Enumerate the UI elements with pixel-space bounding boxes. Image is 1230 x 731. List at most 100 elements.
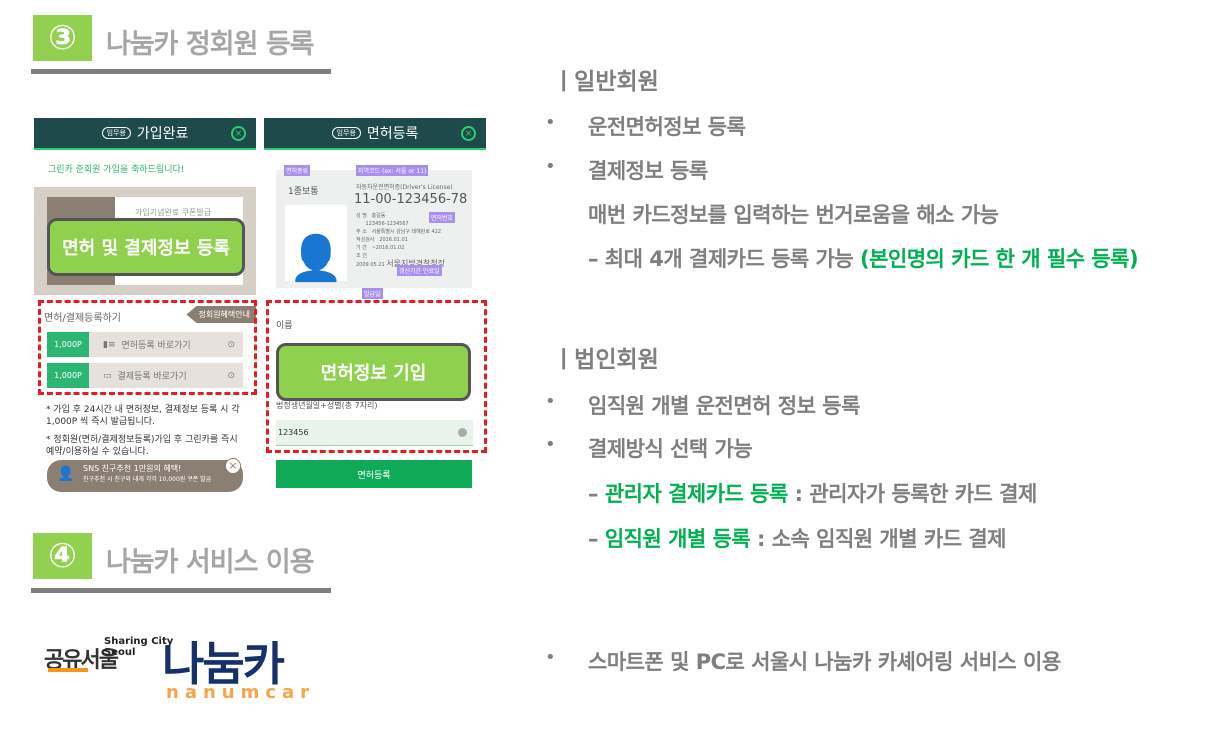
bullet: • [545,647,556,668]
banner-title: SNS 친구추천 1만원의 혜택! [83,464,182,473]
field-label: 주 소 [356,229,367,235]
benefit-tab[interactable]: 정회원혜택안내 [186,306,256,323]
bullet: • [545,391,556,412]
chevron-right-icon: ⊙ [227,339,235,350]
header-title: 면허등록 [366,126,419,142]
field-value: 홍길동 [371,213,386,219]
notes: * 가입 후 24시간 내 면허정보, 결제정보 등록 시 각 1,000P 씩… [34,390,256,458]
subtext-highlight: 관리자 결제카드 등록 [604,482,789,506]
sns-banner[interactable]: 👤 SNS 친구추천 1만원의 혜택! 친구추천 시 친구와 내게 각각 10,… [47,460,243,492]
list-item: 결제정보 등록 [588,159,708,183]
section-divider [31,588,331,593]
note: * 정회원(면허/결제정보등록)가입 후 그린카를 즉시 예약/이용하실 수 있… [46,435,238,457]
id-card-icon: ▮≡ [103,339,116,350]
phone-header: 임무용 가입완료 × [34,118,256,150]
list-item: 운전면허정보 등록 [588,115,746,139]
note: * 가입 후 24시간 내 면허정보, 결제정보 등록 시 각 1,000P 씩… [46,405,240,427]
phone-screen-signup-complete: 임무용 가입완료 × 그린카 준회원 가입을 축하드립니다! 가입기념완료 쿠폰… [34,118,256,492]
register-heading-text: 면허/결제등록하기 [44,313,121,324]
logo-accent [48,668,88,672]
license-card: 1종보통 👤 자동차운전면허증(Driver's License) 11-00-… [276,170,472,288]
row-label: 면허등록 바로가기 [121,341,191,351]
annotation-label: 갱신기간 만료일 [397,265,442,276]
license-details: 성 명 홍길동 123456-1234567 주 소 서울특별시 강남구 테헤란… [356,212,445,269]
chevron-right-icon: ⊙ [227,370,235,381]
phone-header: 임무용 면허등록 × [264,118,486,150]
field-value: ~2016.01.02 [371,245,405,251]
logo-line: Seoul [104,647,136,658]
list-item: 스마트폰 및 PC로 서울시 나눔카 카셰어링 서비스 이용 [588,650,1061,674]
register-rows: 1,000P ▮≡ 면허등록 바로가기 ⊙ 1,000P ▭ 결제등록 바로가기… [34,330,256,390]
section-number-badge: ④ [33,533,92,579]
field-value: 서울특별시 강남구 테헤란로 422 [371,229,442,235]
subtext-plain: : 소속 임직원 개별 카드 결제 [750,527,1006,551]
highlight-box [38,300,257,395]
congrats-text: 그린카 준회원 가입을 축하드립니다! [48,165,185,175]
logo-line: Sharing City [104,636,174,647]
section-title: 나눔카 서비스 이용 [106,547,315,578]
points-badge: 1,000P [47,363,89,388]
list-subtext: – 관리자 결제카드 등록 : 관리자가 등록한 카드 결제 [588,478,1037,508]
general-member-heading: ㅣ일반회원 [553,69,659,95]
header-title: 가입완료 [136,126,189,142]
subtext-highlight: (본인명의 카드 한 개 필수 등록) [860,247,1139,271]
section-number-badge: ③ [33,15,92,61]
field-label: 조 건 [356,253,367,259]
points-badge: 1,000P [47,332,89,357]
bullet: • [545,156,556,177]
section-title: 나눔카 정회원 등록 [106,29,315,60]
license-header: 자동차운전면허증(Driver's License) [356,184,453,191]
annotation-label: 지역코드 (ex: 서울 or 11) [356,165,429,176]
user-icon: 👤 [57,466,75,482]
payment-register-button[interactable]: 1,000P ▭ 결제등록 바로가기 ⊙ [47,363,243,388]
field-value: 123456-1234567 [365,221,409,227]
brand-korean: 나눔카 [162,637,285,691]
header-tag: 임무용 [101,127,131,139]
clear-icon[interactable] [458,428,467,437]
bullet: • [545,434,556,455]
brand-english: nanumcar [166,682,316,703]
birth-input[interactable]: 123456 [276,420,473,446]
dash: – [588,482,605,506]
corporate-member-heading: ㅣ법인회원 [553,347,659,373]
close-icon[interactable]: × [461,126,476,141]
license-register-button[interactable]: 1,000P ▮≡ 면허등록 바로가기 ⊙ [47,332,243,357]
list-item: 결제방식 선택 가능 [588,437,753,461]
subtext-highlight: 임직원 개별 등록 [604,527,751,551]
close-icon[interactable]: × [231,126,246,141]
name-label: 이름 [276,321,293,331]
subtext-plain: – 최대 4개 결제카드 등록 가능 [588,247,860,271]
credit-card-icon: ▭ [103,370,112,381]
row-label: 결제등록 바로가기 [117,372,187,382]
license-payment-register-overlay-button[interactable]: 면허 및 결제정보 등록 [47,218,245,276]
banner-close-icon[interactable]: × [225,458,241,474]
dash: – [588,527,605,551]
field-label: 성 명 [356,213,367,219]
header-tag: 임무용 [331,127,361,139]
annotation-label: 발급일 [362,288,383,299]
list-subtext: – 임직원 개별 등록 : 소속 임직원 개별 카드 결제 [588,523,1006,553]
field-label: 기 간 [356,245,367,251]
issuing-authority: 서울지방경찰청장 [386,259,446,268]
register-heading: 면허/결제등록하기 정회원혜택안내 [34,303,256,330]
field-value: 2009.05.21 [356,262,385,268]
photo-placeholder-icon: 👤 [285,205,347,281]
list-subtext: 매번 카드정보를 입력하는 번거로움을 해소 가능 [588,203,999,227]
license-number: 11-00-123456-78 [354,192,468,207]
section-divider [31,69,331,74]
highlight-box [266,300,487,453]
annotation-label: 면허종류 [284,165,311,176]
bullet: • [545,112,556,133]
phone-screen-license-register: 임무용 면허등록 × 1종보통 👤 자동차운전면허증(Driver's Lice… [264,118,486,492]
annotation-label: 면허번호 [429,212,456,223]
field-value: 2016.01.01 [379,237,408,243]
license-type: 1종보통 [288,187,319,197]
banner-subtitle: 친구추천 시 친구와 내게 각각 10,000원 쿠폰 발급 [83,476,212,483]
subtext-plain: : 관리자가 등록한 카드 결제 [787,482,1038,506]
license-submit-button[interactable]: 면허등록 [276,460,472,488]
list-item: 임직원 개별 운전면허 정보 등록 [588,394,860,418]
license-info-overlay-button[interactable]: 면허정보 기입 [276,343,471,401]
birth-label: 법정생년월일+성별(총 7자리) [276,401,378,410]
